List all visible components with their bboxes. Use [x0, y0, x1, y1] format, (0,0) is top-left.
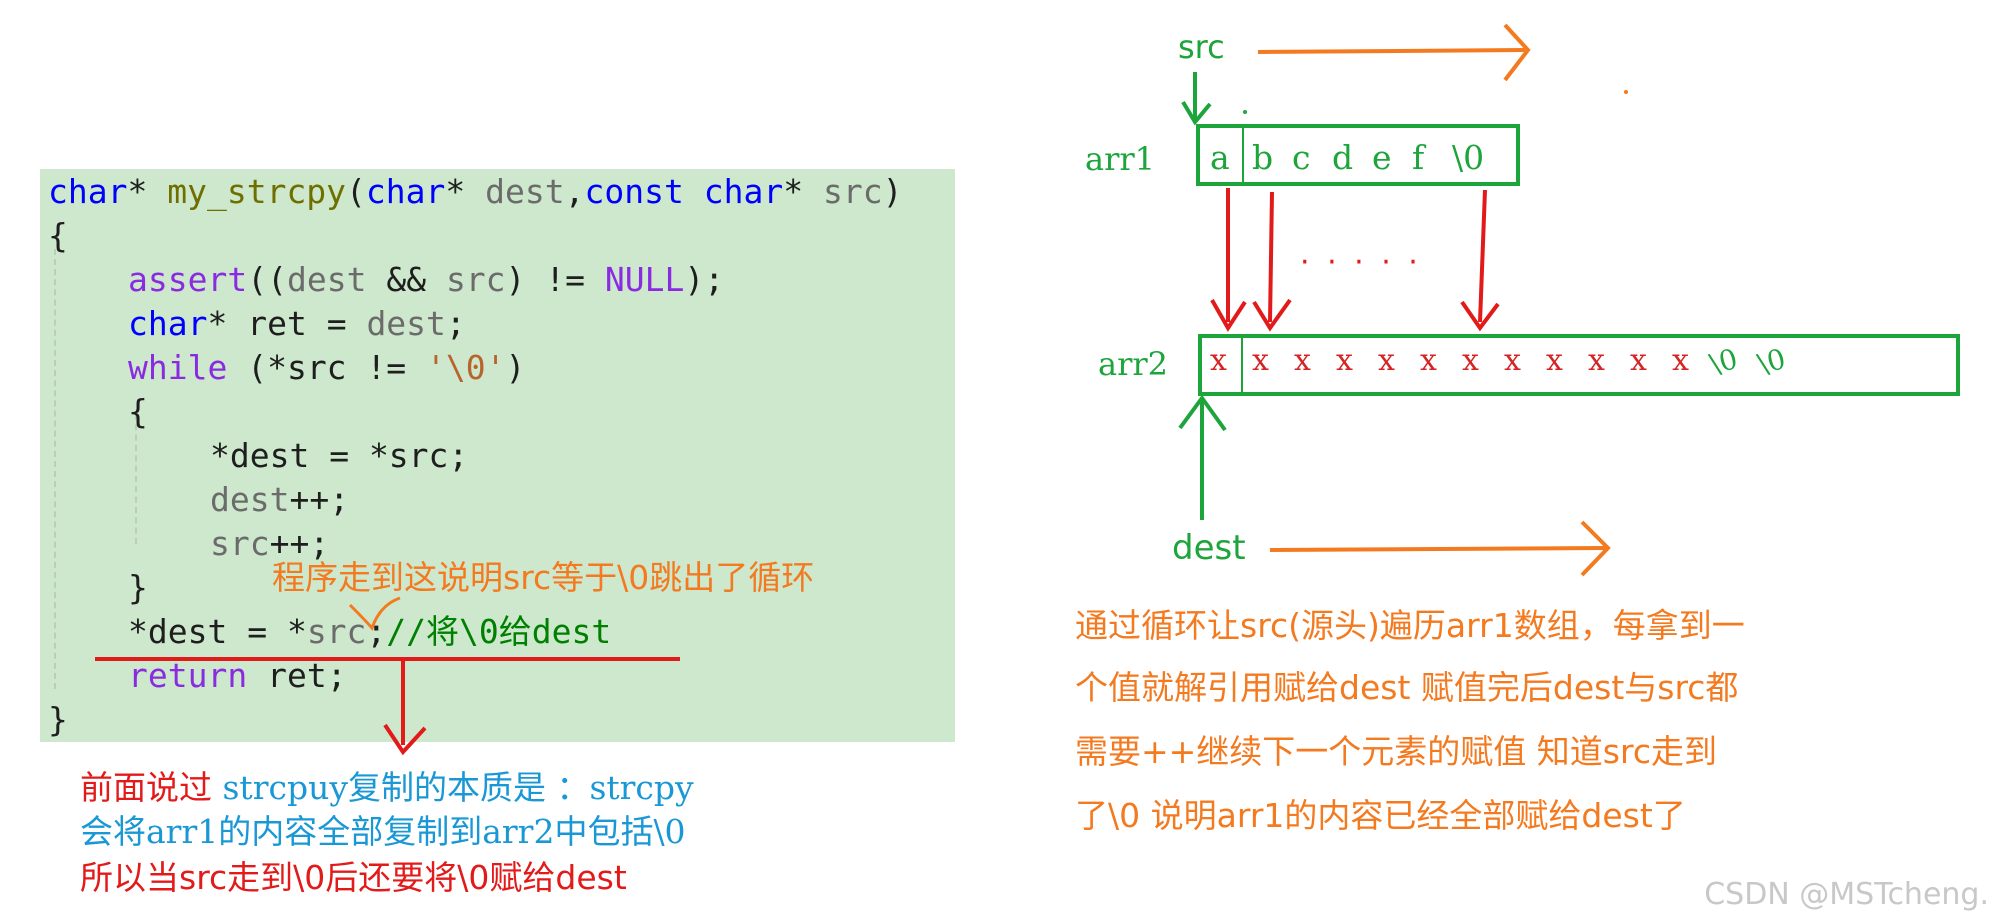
- ellipsis-dots: · · · · ·: [1300, 245, 1422, 280]
- arr2-cell: x: [1672, 343, 1689, 378]
- arr1-cell: e: [1372, 138, 1392, 177]
- copy-arrow: [1478, 189, 1487, 323]
- arr2-cell: x: [1294, 343, 1311, 378]
- copy-arrow: [1268, 191, 1274, 323]
- code-line-while: while (*src != '\0'): [128, 348, 526, 387]
- arr2-cell: x: [1336, 343, 1353, 378]
- explanation-line4: 了\0 说明arr1的内容已经全部赋给dest了: [1075, 796, 1686, 835]
- arr2-cell: x: [1252, 343, 1269, 378]
- dest-pointer-arrow-head: [1178, 394, 1227, 432]
- arr1-cell: f: [1412, 138, 1425, 177]
- check-mark: [348, 596, 401, 631]
- arr1-cell: \0: [1452, 138, 1485, 177]
- arr1-cell: c: [1292, 138, 1311, 177]
- indent-guide: [54, 249, 56, 689]
- arr2-cell: x: [1630, 343, 1647, 378]
- arr2-cell: x: [1546, 343, 1563, 378]
- src-pointer-arrow-head: [1181, 100, 1212, 126]
- code-line-return: return ret;: [128, 656, 347, 695]
- src-label: src: [1178, 28, 1225, 66]
- explanation-line2: 个值就解引用赋给dest 赋值完后dest与src都: [1075, 668, 1739, 707]
- arr1-box: [1196, 124, 1520, 186]
- code-line-close-brace: }: [48, 700, 68, 739]
- code-line-open-brace: {: [48, 216, 68, 255]
- note-arrow-head: [383, 723, 427, 756]
- code-line-src-inc: src++;: [210, 524, 330, 563]
- code-line-final-assign: *dest = *src;//将\0给dest: [128, 612, 612, 651]
- summary-note: 所以当src走到\0后还要将\0赋给dest: [80, 858, 627, 897]
- code-line-close-brace-inner: }: [128, 568, 148, 607]
- arr2-label: arr2: [1098, 345, 1169, 383]
- essence-note-line1: 前面说过 strcpuy复制的本质是 ：strcpy: [80, 768, 694, 807]
- copy-arrow-head: [1252, 298, 1292, 332]
- arr2-box: [1198, 334, 1960, 396]
- arr1-cell: a: [1210, 138, 1230, 177]
- arr2-cell: x: [1588, 343, 1605, 378]
- explanation-line1: 通过循环让src(源头)遍历arr1数组，每拿到一: [1075, 606, 1745, 645]
- code-line-open-brace-inner: {: [128, 392, 148, 431]
- arr1-cell: b: [1252, 138, 1274, 177]
- arr2-cell: x: [1210, 343, 1227, 378]
- code-line-ret: char* ret = dest;: [128, 304, 466, 343]
- arr2-cell: x: [1378, 343, 1395, 378]
- copy-arrow-head: [1460, 300, 1500, 332]
- essence-note-line2: 会将arr1的内容全部复制到arr2中包括\0: [80, 812, 686, 851]
- copy-arrow-head: [1210, 299, 1247, 332]
- arr1-cell: d: [1332, 138, 1354, 177]
- src-move-arrow-head: [1503, 23, 1531, 82]
- code-line-assign: *dest = *src;: [210, 436, 469, 475]
- loop-exit-note: 程序走到这说明src等于\0跳出了循环: [272, 558, 815, 597]
- indent-guide: [135, 414, 137, 544]
- watermark: CSDN @MSTcheng.: [1704, 877, 1989, 912]
- dest-move-arrow-head: [1580, 520, 1611, 577]
- code-line-signature: char* my_strcpy(char* dest,const char* s…: [48, 172, 903, 211]
- dest-label: dest: [1172, 528, 1246, 568]
- code-line-assert: assert((dest && src) != NULL);: [128, 260, 725, 299]
- dest-move-arrow: [1269, 546, 1606, 552]
- arr1-label: arr1: [1085, 140, 1156, 178]
- src-move-arrow: [1257, 48, 1526, 54]
- arr2-cell: x: [1504, 343, 1521, 378]
- code-panel: char* my_strcpy(char* dest,const char* s…: [40, 169, 955, 742]
- explanation-line3: 需要++继续下一个元素的赋值 知道src走到: [1075, 732, 1717, 771]
- code-line-dest-inc: dest++;: [210, 480, 350, 519]
- arr2-cell: x: [1420, 343, 1437, 378]
- arr2-cell: x: [1462, 343, 1479, 378]
